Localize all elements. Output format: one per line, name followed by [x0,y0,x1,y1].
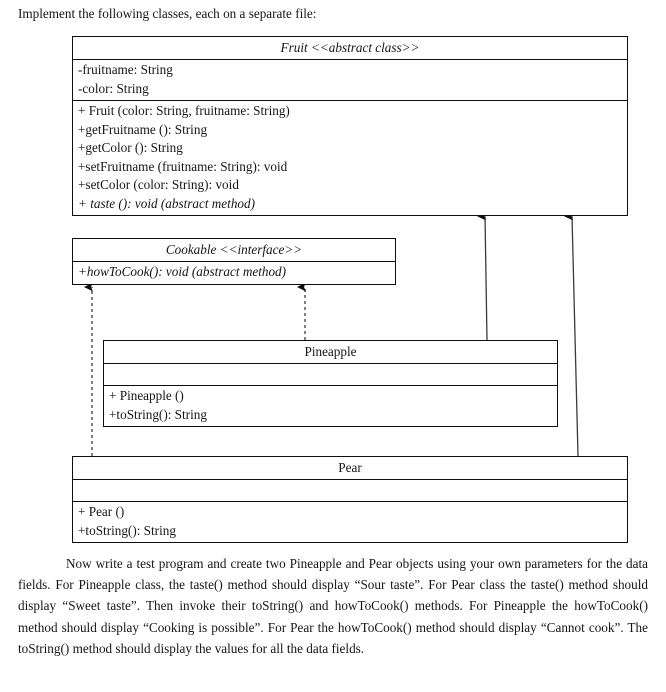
pineapple-name-compartment: Pineapple [104,341,557,363]
pear-method: + Pear () [78,504,125,519]
pineapple-class-name: Pineapple [304,344,357,359]
pear-fields-compartment [73,479,627,501]
pineapple-method: + Pineapple () [109,388,184,403]
uml-class-pear: Pear + Pear () +toString(): String [72,456,628,543]
uml-class-fruit: Fruit <<abstract class>> -fruitname: Str… [72,36,628,216]
pear-methods-compartment: + Pear () +toString(): String [73,501,627,542]
fruit-fields-compartment: -fruitname: String -color: String [73,59,627,100]
closing-instructions-paragraph: Now write a test program and create two … [18,556,648,656]
intro-instruction-text: Implement the following classes, each on… [18,6,317,21]
fruit-field: -color: String [78,80,149,96]
fruit-name-compartment: Fruit <<abstract class>> [73,37,627,59]
pineapple-fields-compartment [104,363,557,385]
uml-interface-cookable: Cookable <<interface>> +howToCook(): voi… [72,238,396,285]
pineapple-method: +toString(): String [109,406,207,422]
fruit-method: +getColor (): String [78,140,183,155]
cookable-interface-name: Cookable <<interface>> [165,242,303,257]
fruit-method: +setColor (color: String): void [78,177,239,192]
cookable-method-abstract: +howToCook(): void (abstract method) [78,264,287,279]
fruit-class-name: Fruit <<abstract class>> [280,40,420,55]
pear-fields-empty [78,481,622,499]
pineapple-fields-empty [109,365,552,383]
pear-name-compartment: Pear [73,457,627,479]
fruit-method-abstract: + taste (): void (abstract method) [78,195,256,211]
cookable-name-compartment: Cookable <<interface>> [73,239,395,261]
uml-class-pineapple: Pineapple + Pineapple () +toString(): St… [103,340,558,427]
cookable-methods-compartment: +howToCook(): void (abstract method) [73,261,395,284]
fruit-method: +setFruitname (fruitname: String): void [78,158,288,174]
pear-method: +toString(): String [78,522,176,538]
connector-pineapple-extends-fruit [477,211,488,341]
fruit-field: -fruitname: String [78,62,173,77]
connector-pear-extends-fruit [564,211,579,457]
fruit-methods-compartment: + Fruit (color: String, fruitname: Strin… [73,100,627,215]
pineapple-methods-compartment: + Pineapple () +toString(): String [104,385,557,426]
pear-class-name: Pear [338,460,362,475]
fruit-method: +getFruitname (): String [78,121,208,137]
fruit-method: + Fruit (color: String, fruitname: Strin… [78,103,290,118]
